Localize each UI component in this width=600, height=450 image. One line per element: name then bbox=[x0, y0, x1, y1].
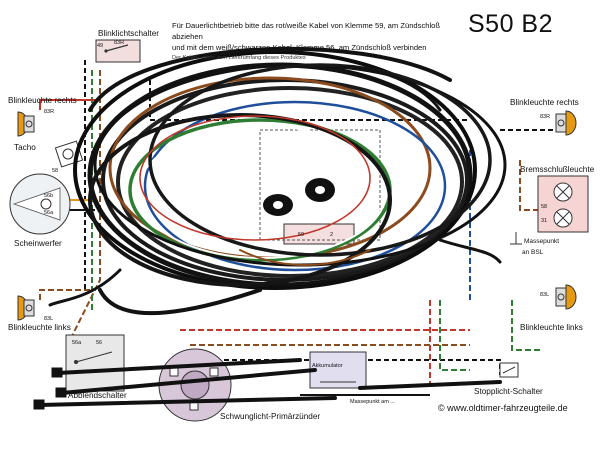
terminal-83r-top: 83R bbox=[114, 40, 124, 46]
label-blinkleuchte-rechts-right: Blinkleuchte rechts bbox=[510, 98, 579, 107]
label-blinkleuchte-links-right: Blinkleuchte links bbox=[520, 323, 583, 332]
label-schwunglicht: Schwunglicht-Primärzünder bbox=[220, 412, 320, 421]
blinker-front-left-lamp bbox=[17, 295, 35, 321]
label-an-bsl: an BSL bbox=[522, 249, 544, 256]
label-abblendschalter: Abblendschalter bbox=[68, 391, 127, 400]
terminal-83l-left: 83L bbox=[44, 316, 53, 322]
terminal-59: 59 bbox=[298, 232, 304, 238]
terminal-2: 2 bbox=[330, 232, 333, 238]
footer-copyright: © www.oldtimer-fahrzeugteile.de bbox=[438, 403, 568, 413]
cable-harness-bundle bbox=[48, 46, 507, 316]
terminal-56-switch: 56 bbox=[96, 340, 102, 346]
terminal-83r-right: 83R bbox=[540, 114, 550, 120]
stopplicht-switch bbox=[499, 362, 519, 378]
terminal-56b: 56b bbox=[44, 193, 53, 199]
notice-line-1: Für Dauerlichtbetrieb bitte das rot/weiß… bbox=[172, 21, 441, 41]
label-blinkleuchte-links-left: Blinkleuchte links bbox=[8, 323, 71, 332]
terminal-58-right: 58 bbox=[541, 204, 547, 210]
notice-text: Für Dauerlichtbetrieb bitte das rot/weiß… bbox=[172, 20, 472, 64]
label-stopplicht: Stopplicht-Schalter bbox=[474, 387, 543, 396]
label-tacho: Tacho bbox=[14, 143, 36, 152]
label-bremsschlussleuchte: Bremsschlußleuchte bbox=[520, 165, 595, 174]
page-title: S50 B2 bbox=[468, 10, 554, 38]
akkumulator-battery bbox=[309, 351, 367, 389]
component-labels: Blinklichtschalter Blinkleuchte rechts T… bbox=[8, 29, 595, 421]
label-massepunkt-am-rahmen: Massepunkt am ... bbox=[350, 399, 395, 405]
abblendschalter-switch bbox=[65, 334, 125, 392]
terminal-49: 49 bbox=[97, 43, 103, 49]
label-scheinwerfer: Scheinwerfer bbox=[14, 239, 62, 248]
notice-line-2: und mit dem weiß/schwarzen Kabel, Klemme… bbox=[172, 43, 427, 52]
blinker-front-right-lamp bbox=[17, 111, 35, 137]
bremsschlussleuchte-lamp bbox=[537, 175, 589, 233]
rubber-grommets bbox=[263, 178, 335, 216]
label-blinklichtschalter: Blinklichtschalter bbox=[98, 29, 159, 38]
blinklichtschalter-switch bbox=[95, 39, 141, 63]
terminal-83r-left: 83R bbox=[44, 109, 54, 115]
terminal-83l-right: 83L bbox=[540, 292, 549, 298]
blinker-rear-left-lamp bbox=[555, 284, 577, 310]
notice-line-3: Der Kabel... nicht zum Lieferumfang dies… bbox=[172, 55, 306, 61]
terminal-56a: 56a bbox=[44, 210, 54, 216]
terminal-56a-switch: 56a bbox=[72, 340, 82, 346]
scheinwerfer-headlamp bbox=[9, 173, 71, 235]
label-blinkleuchte-rechts-left: Blinkleuchte rechts bbox=[8, 96, 77, 105]
blinker-rear-right-lamp bbox=[555, 110, 577, 136]
cable-ties bbox=[33, 358, 502, 410]
terminal-58: 58 bbox=[52, 168, 58, 174]
label-akkumulator: Akkumulator bbox=[312, 363, 343, 369]
massepunkt-ground-symbol bbox=[510, 232, 522, 245]
terminal-labels: 83R 49 83R 58 56b 56a 83L 83R 58 31 83L … bbox=[44, 40, 550, 346]
terminal-31: 31 bbox=[541, 218, 547, 224]
label-massepunkt: Massepunkt bbox=[524, 238, 559, 245]
